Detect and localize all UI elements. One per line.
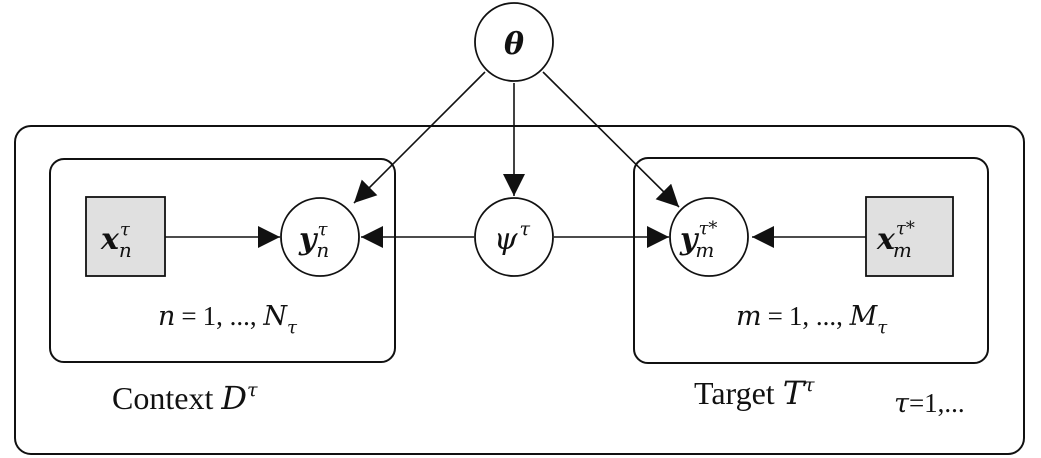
theta-symbol: θ: [504, 27, 524, 62]
node-x-target: xτ*m: [865, 196, 954, 277]
edge-theta-to-y-context: [353, 71, 486, 204]
node-y-target: yτ*m: [669, 197, 749, 277]
target-plate-label: Target Tτ: [694, 374, 815, 412]
target-plate: [633, 157, 989, 364]
edge-theta-to-y-target: [542, 71, 680, 208]
context-plate-index: n=1, ..., Nτ: [158, 301, 298, 338]
y-target-symbol: yτ*m: [679, 218, 717, 262]
target-plate-index: m=1, ..., Mτ: [736, 301, 888, 338]
node-theta: θ: [474, 2, 554, 82]
task-plate: [14, 125, 1025, 455]
x-target-symbol: xτ*m: [876, 218, 915, 262]
context-plate-label: Context Dτ: [112, 379, 258, 417]
task-plate-label: τ=1,...: [894, 388, 965, 419]
context-plate: [49, 158, 396, 363]
